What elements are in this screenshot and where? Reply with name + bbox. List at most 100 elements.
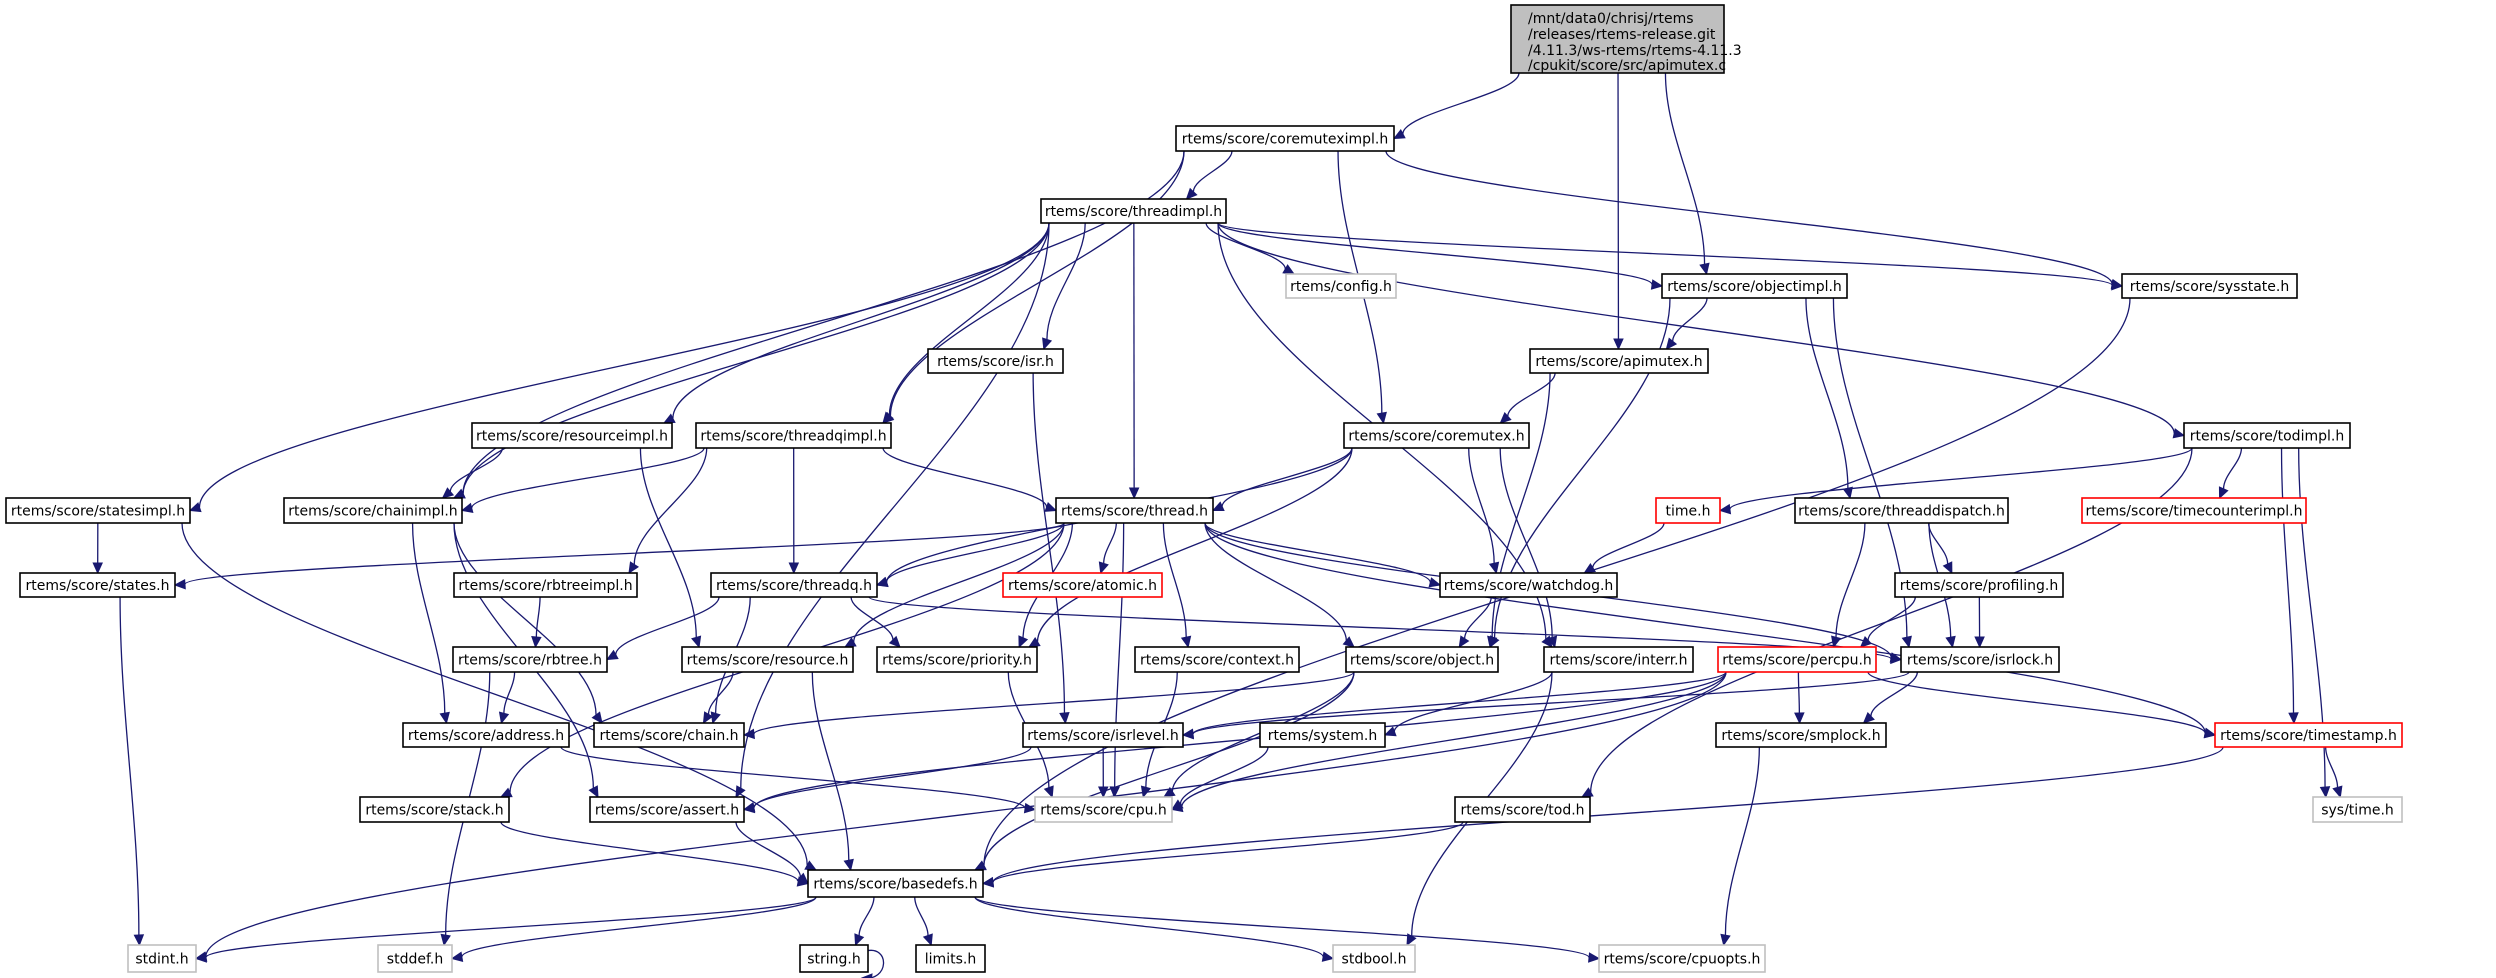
node-percpu[interactable]: rtems/score/percpu.h	[1717, 646, 1877, 673]
node-stdbool[interactable]: stdbool.h	[1332, 944, 1416, 973]
node-threadqimpl[interactable]: rtems/score/threadqimpl.h	[695, 422, 892, 449]
edge-coremutex-to-watchdog	[1468, 447, 1500, 575]
node-box	[1717, 646, 1877, 673]
arrow-head-icon	[531, 636, 542, 649]
node-cpu[interactable]: rtems/score/cpu.h	[1034, 796, 1173, 823]
node-threadimpl[interactable]: rtems/score/threadimpl.h	[1040, 198, 1227, 224]
node-label: rtems/score/rbtree.h	[458, 653, 602, 669]
edge-line	[888, 222, 1050, 416]
node-label: rtems/score/context.h	[1140, 653, 1294, 669]
edge-line	[462, 222, 1050, 494]
arrow-head-icon	[742, 802, 756, 813]
edge-line	[974, 896, 1590, 959]
edge-line	[1491, 372, 1551, 638]
node-chainimpl[interactable]: rtems/score/chainimpl.h	[283, 497, 463, 524]
node-box	[681, 646, 854, 673]
node-object[interactable]: rtems/score/object.h	[1345, 646, 1499, 673]
edge-resource-to-chain	[702, 671, 734, 725]
edge-watchdog-to-object	[1458, 596, 1492, 649]
node-stddef[interactable]: stddef.h	[377, 944, 453, 973]
node-timeh[interactable]: time.h	[1655, 497, 1721, 524]
node-rbtreeimpl[interactable]: rtems/score/rbtreeimpl.h	[453, 572, 638, 598]
edge-line	[914, 896, 929, 936]
node-config[interactable]: rtems/config.h	[1285, 273, 1397, 299]
root-label-line-2: /releases/rtems-release.git	[1528, 27, 1716, 43]
node-tod[interactable]: rtems/score/tod.h	[1454, 796, 1591, 823]
arrow-head-icon	[1042, 337, 1053, 351]
edge-line	[735, 821, 802, 878]
edge-line	[1672, 297, 1708, 342]
edge-threadimpl-to-resourceimpl	[662, 222, 1050, 424]
node-box	[1134, 646, 1300, 673]
edge-rbtree-to-address	[498, 671, 516, 725]
node-stack[interactable]: rtems/score/stack.h	[359, 796, 510, 823]
node-sysstate[interactable]: rtems/score/sysstate.h	[2121, 273, 2298, 299]
node-assert[interactable]: rtems/score/assert.h	[589, 796, 745, 823]
node-box	[1661, 273, 1848, 299]
arrow-head-icon	[691, 635, 702, 649]
edge-line	[753, 671, 1355, 735]
node-string[interactable]: string.h	[799, 944, 869, 973]
node-basedefs[interactable]: rtems/score/basedefs.h	[807, 869, 984, 898]
node-statesimpl[interactable]: rtems/score/statesimpl.h	[5, 497, 191, 524]
node-systime[interactable]: sys/time.h	[2312, 796, 2403, 823]
node-threaddispatch[interactable]: rtems/score/threaddispatch.h	[1794, 497, 2009, 524]
arrow-head-icon	[1862, 711, 1875, 724]
node-todimpl[interactable]: rtems/score/todimpl.h	[2183, 422, 2351, 449]
node-address[interactable]: rtems/score/address.h	[402, 722, 570, 748]
edge-string-to-string	[860, 949, 885, 978]
edge-thread-to-cpu	[1109, 522, 1125, 799]
node-apimutex[interactable]: rtems/score/apimutex.h	[1529, 348, 1709, 374]
node-resource[interactable]: rtems/score/resource.h	[681, 646, 854, 673]
edge-line	[882, 447, 1048, 508]
edge-threadqimpl-to-thread	[882, 447, 1058, 512]
root-node-apimutex-c[interactable]: /mnt/data0/chrisj/rtems /releases/rtems-…	[1510, 4, 1742, 74]
node-system[interactable]: rtems/system.h	[1259, 722, 1386, 748]
node-objectimpl[interactable]: rtems/score/objectimpl.h	[1661, 273, 1848, 299]
node-priority[interactable]: rtems/score/priority.h	[876, 646, 1038, 673]
node-isrlock[interactable]: rtems/score/isrlock.h	[1900, 646, 2060, 673]
node-limits[interactable]: limits.h	[915, 944, 986, 973]
node-box	[807, 869, 984, 898]
node-isr[interactable]: rtems/score/isr.h	[927, 348, 1064, 374]
node-box	[1794, 497, 2009, 524]
node-profiling[interactable]: rtems/score/profiling.h	[1894, 572, 2064, 598]
edge-line	[2222, 447, 2243, 489]
node-box	[2183, 422, 2351, 449]
edge-assert-to-basedefs	[735, 821, 809, 885]
node-resourceimpl[interactable]: rtems/score/resourceimpl.h	[471, 422, 673, 449]
arrow-head-icon	[1023, 802, 1037, 814]
edge-root-to-apimutex	[1613, 72, 1624, 351]
node-chain[interactable]: rtems/score/chain.h	[593, 722, 745, 748]
node-rbtree[interactable]: rtems/score/rbtree.h	[452, 646, 608, 673]
node-stdint[interactable]: stdint.h	[127, 944, 197, 973]
arrow-head-icon	[2111, 280, 2124, 291]
edge-percpu-to-smplock	[1794, 671, 1805, 725]
node-label: rtems/score/interr.h	[1549, 653, 1687, 669]
edge-threadimpl-to-objectimpl	[1217, 222, 1664, 290]
node-cpuopts[interactable]: rtems/score/cpuopts.h	[1598, 944, 1766, 973]
node-context[interactable]: rtems/score/context.h	[1134, 646, 1300, 673]
edge-line	[1217, 222, 2113, 286]
node-box	[471, 422, 673, 449]
node-smplock[interactable]: rtems/score/smplock.h	[1715, 722, 1887, 748]
edge-objectimpl-to-threaddispatch	[1805, 297, 1853, 500]
node-isrlevel[interactable]: rtems/score/isrlevel.h	[1022, 722, 1184, 748]
node-coremuteximpl[interactable]: rtems/score/coremuteximpl.h	[1175, 125, 1395, 152]
node-interr[interactable]: rtems/score/interr.h	[1543, 646, 1694, 673]
node-timestamp[interactable]: rtems/score/timestamp.h	[2214, 722, 2403, 748]
node-timecounterimpl[interactable]: rtems/score/timecounterimpl.h	[2081, 497, 2307, 524]
arrow-head-icon	[628, 561, 640, 575]
edge-threadimpl-to-threadqimpl	[882, 222, 1050, 424]
node-states[interactable]: rtems/score/states.h	[19, 572, 176, 598]
arrow-head-icon	[888, 635, 901, 648]
node-watchdog[interactable]: rtems/score/watchdog.h	[1439, 572, 1618, 598]
edge-thread-to-atomic	[1098, 522, 1117, 575]
arrow-head-icon	[1613, 338, 1624, 351]
edge-basedefs-to-stddef	[450, 896, 817, 962]
node-threadq[interactable]: rtems/score/threadq.h	[710, 572, 878, 598]
node-coremutex[interactable]: rtems/score/coremutex.h	[1343, 422, 1530, 449]
node-layer: /mnt/data0/chrisj/rtems /releases/rtems-…	[5, 4, 2403, 973]
node-thread[interactable]: rtems/score/thread.h	[1055, 497, 1214, 524]
node-atomic[interactable]: rtems/score/atomic.h	[1002, 572, 1163, 598]
